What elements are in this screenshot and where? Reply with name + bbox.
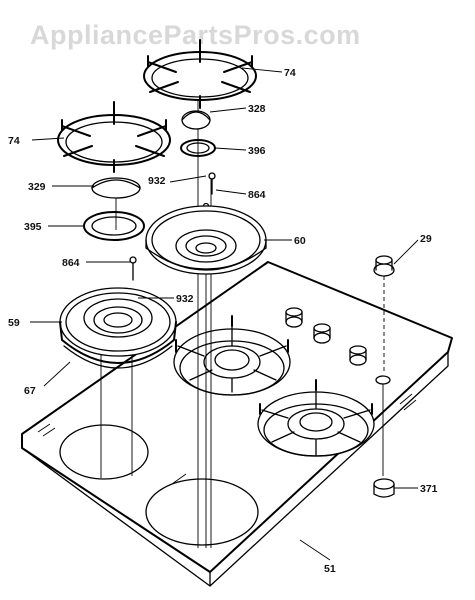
mounted-burner-rear-left — [173, 315, 291, 396]
callout-329: 329 — [28, 181, 46, 193]
callout-labels: 74 74 328 396 329 932 864 395 60 29 864 … — [8, 67, 438, 575]
burner-cap-328 — [181, 110, 211, 130]
burner-bowl-59 — [59, 287, 177, 357]
callout-67: 67 — [24, 385, 36, 397]
burner-cutout-front-left — [59, 424, 149, 480]
burner-bowl-60 — [145, 205, 267, 275]
cooktop-panel — [21, 261, 453, 587]
callout-371: 371 — [420, 483, 438, 495]
callout-29: 29 — [420, 233, 432, 245]
callout-864-upper: 864 — [248, 189, 266, 201]
callout-932-upper: 932 — [148, 175, 166, 187]
callout-74-rear: 74 — [284, 67, 296, 79]
callout-51: 51 — [324, 563, 336, 575]
grate-left — [57, 101, 171, 173]
watermark-text: AppliancePartsPros.com — [30, 20, 361, 50]
knob-371 — [373, 478, 395, 498]
callout-864-lower: 864 — [62, 257, 80, 269]
knob-29 — [373, 255, 395, 277]
callout-74-left: 74 — [8, 135, 20, 147]
grate-rear — [143, 39, 257, 109]
mounted-burner-front-right — [257, 379, 375, 457]
burner-cap-329 — [91, 177, 141, 199]
callout-395: 395 — [24, 221, 42, 233]
callout-932-lower: 932 — [176, 293, 194, 305]
callout-328: 328 — [248, 103, 266, 115]
screw-864-right — [208, 172, 216, 195]
control-knobs — [285, 307, 391, 385]
screw-864-left — [129, 256, 137, 281]
callout-396: 396 — [248, 145, 266, 157]
callout-59: 59 — [8, 317, 20, 329]
leader-lines — [30, 67, 419, 561]
callout-60: 60 — [294, 235, 306, 247]
burner-base-67 — [59, 321, 177, 369]
burner-ring-395 — [83, 211, 145, 241]
burner-cutout-front-right — [145, 478, 259, 546]
